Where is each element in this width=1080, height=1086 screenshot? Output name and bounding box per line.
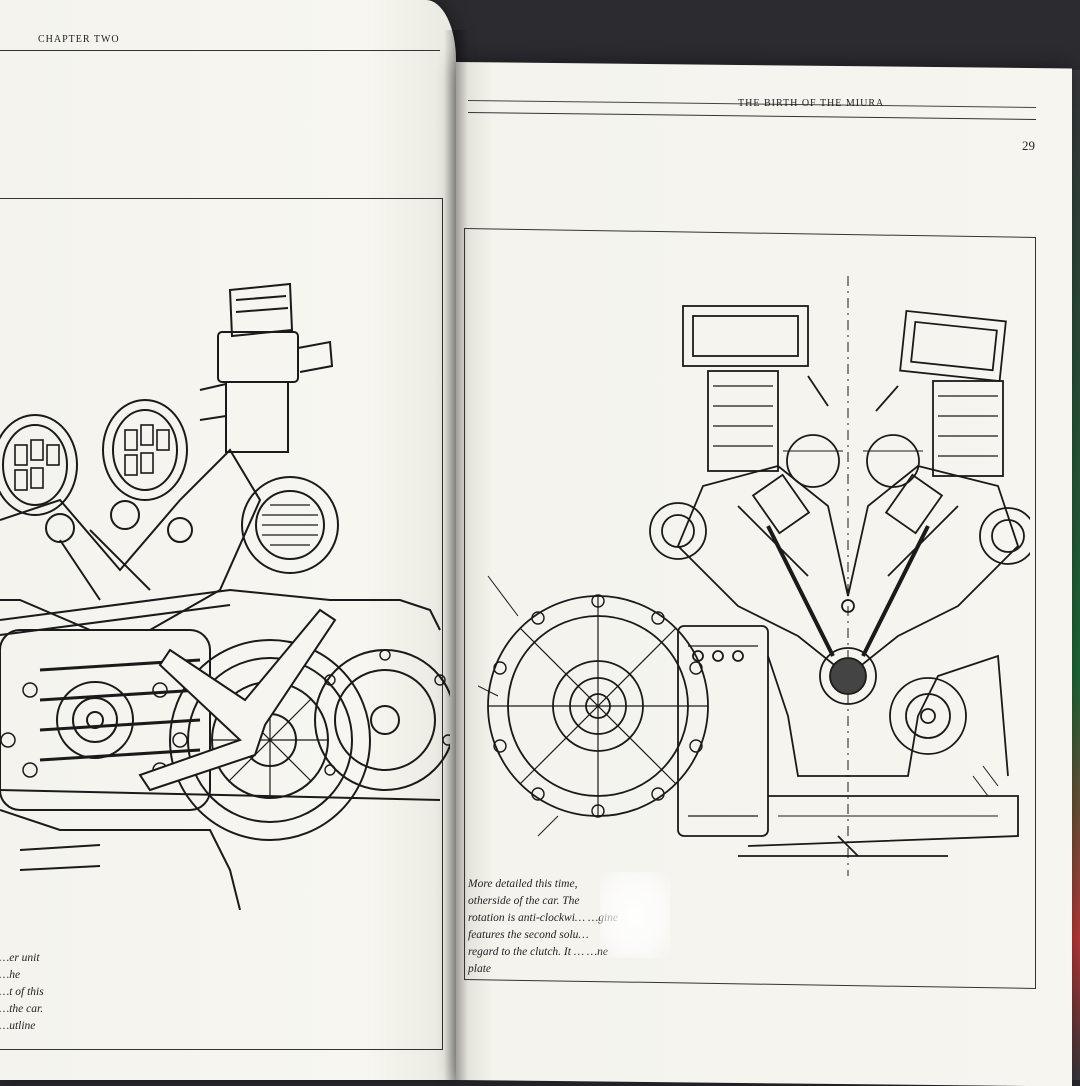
- engine-detailed-section-drawing: [478, 276, 1030, 876]
- left-page: [0, 0, 456, 1080]
- book-spine-shadow: [444, 30, 468, 1080]
- right-running-head: THE BIRTH OF THE MIURA: [738, 98, 885, 109]
- engine-front-elevation-drawing: [0, 282, 450, 910]
- page-number: 29: [1022, 138, 1035, 153]
- left-running-head: CHAPTER TWO: [38, 34, 120, 45]
- left-header-rule: [0, 50, 440, 51]
- book-cover-edge: [1070, 70, 1080, 1080]
- left-caption-fragment: …er unit …he …t of this …the car. …utlin…: [0, 952, 44, 1032]
- caption-glare: [600, 872, 670, 958]
- left-illustration-frame: [0, 198, 443, 1050]
